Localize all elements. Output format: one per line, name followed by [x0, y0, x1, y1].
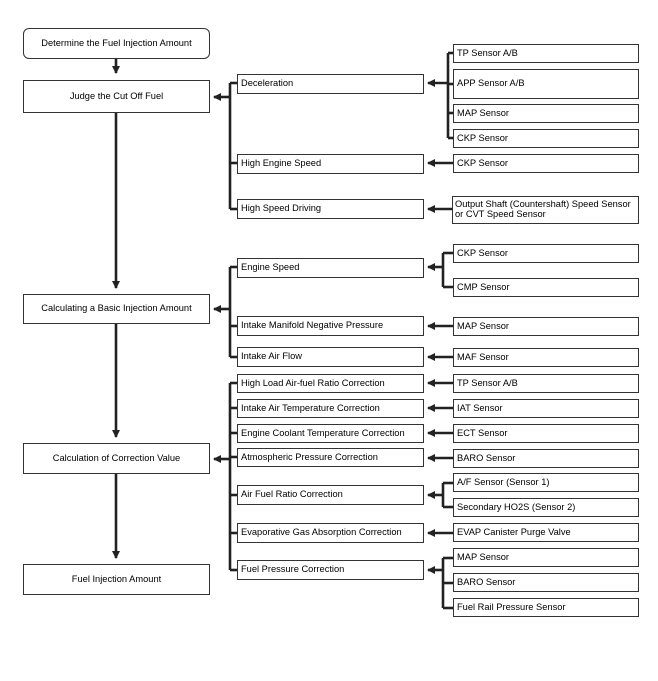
- box-fuel-rail-pressure-sensor: Fuel Rail Pressure Sensor: [453, 598, 639, 617]
- box-baro-sensor: BARO Sensor: [453, 449, 639, 468]
- label: APP Sensor A/B: [457, 78, 525, 89]
- label: TP Sensor A/B: [457, 377, 518, 388]
- label: Secondary HO2S (Sensor 2): [457, 501, 576, 512]
- box-ckp-sensor: CKP Sensor: [453, 244, 639, 263]
- label: Output Shaft (Countershaft) Speed Sensor…: [455, 199, 631, 219]
- box-intake-manifold-pressure: Intake Manifold Negative Pressure: [237, 316, 424, 336]
- label: MAP Sensor: [457, 320, 510, 331]
- box-app-sensor: APP Sensor A/B: [453, 69, 639, 99]
- box-engine-speed: Engine Speed: [237, 258, 424, 278]
- box-high-speed-driving: High Speed Driving: [237, 199, 424, 219]
- label: MAP Sensor: [457, 551, 510, 562]
- label: A/F Sensor (Sensor 1): [457, 476, 550, 487]
- label: Deceleration: [241, 78, 294, 89]
- box-ckp-sensor: CKP Sensor: [453, 129, 639, 148]
- box-evaporative-correction: Evaporative Gas Absorption Correction: [237, 523, 424, 543]
- label: Determine the Fuel Injection Amount: [41, 37, 192, 48]
- box-determine-fuel-injection-amount: Determine the Fuel Injection Amount: [23, 28, 210, 59]
- label: Intake Air Flow: [241, 351, 302, 362]
- box-tp-sensor: TP Sensor A/B: [453, 374, 639, 393]
- label: High Engine Speed: [241, 158, 322, 169]
- label: MAP Sensor: [457, 107, 510, 118]
- label: Atmospheric Pressure Correction: [241, 451, 378, 462]
- box-evap-purge-valve: EVAP Canister Purge Valve: [453, 523, 639, 542]
- label: High Speed Driving: [241, 203, 322, 214]
- label: High Load Air-fuel Ratio Correction: [241, 377, 385, 388]
- box-deceleration: Deceleration: [237, 74, 424, 94]
- box-baro-sensor: BARO Sensor: [453, 573, 639, 592]
- label: Fuel Rail Pressure Sensor: [457, 601, 566, 612]
- label: Engine Speed: [241, 262, 300, 273]
- box-intake-air-flow: Intake Air Flow: [237, 347, 424, 367]
- label: EVAP Canister Purge Valve: [457, 526, 571, 537]
- box-output-shaft-speed-sensor: Output Shaft (Countershaft) Speed Sensor…: [452, 196, 639, 224]
- label: TP Sensor A/B: [457, 47, 518, 58]
- label: BARO Sensor: [457, 452, 516, 463]
- box-af-sensor: A/F Sensor (Sensor 1): [453, 473, 639, 492]
- box-coolant-temp-correction: Engine Coolant Temperature Correction: [237, 424, 424, 443]
- box-air-fuel-ratio-correction: Air Fuel Ratio Correction: [237, 485, 424, 505]
- label: Calculation of Correction Value: [52, 452, 181, 463]
- box-fuel-injection-amount: Fuel Injection Amount: [23, 564, 210, 595]
- box-judge-cut-off-fuel: Judge the Cut Off Fuel: [23, 80, 210, 113]
- box-fuel-pressure-correction: Fuel Pressure Correction: [237, 560, 424, 580]
- label: Judge the Cut Off Fuel: [69, 90, 164, 101]
- label: Fuel Injection Amount: [71, 573, 162, 584]
- box-maf-sensor: MAF Sensor: [453, 348, 639, 367]
- label: Fuel Pressure Correction: [241, 564, 345, 575]
- label: Evaporative Gas Absorption Correction: [241, 527, 402, 538]
- box-map-sensor: MAP Sensor: [453, 317, 639, 336]
- box-intake-air-temp-correction: Intake Air Temperature Correction: [237, 399, 424, 418]
- box-correction-value: Calculation of Correction Value: [23, 443, 210, 474]
- box-high-engine-speed: High Engine Speed: [237, 154, 424, 174]
- box-atmospheric-correction: Atmospheric Pressure Correction: [237, 448, 424, 467]
- label: CKP Sensor: [457, 157, 508, 168]
- box-iat-sensor: IAT Sensor: [453, 399, 639, 418]
- label: IAT Sensor: [457, 402, 503, 413]
- box-ect-sensor: ECT Sensor: [453, 424, 639, 443]
- box-map-sensor: MAP Sensor: [453, 548, 639, 567]
- box-high-load-correction: High Load Air-fuel Ratio Correction: [237, 374, 424, 393]
- label: MAF Sensor: [457, 351, 509, 362]
- label: CMP Sensor: [457, 281, 510, 292]
- label: CKP Sensor: [457, 132, 508, 143]
- label: Air Fuel Ratio Correction: [241, 489, 343, 500]
- label: Intake Air Temperature Correction: [241, 402, 380, 413]
- label: CKP Sensor: [457, 247, 508, 258]
- box-tp-sensor: TP Sensor A/B: [453, 44, 639, 63]
- label: ECT Sensor: [457, 427, 508, 438]
- box-basic-injection-amount: Calculating a Basic Injection Amount: [23, 294, 210, 324]
- label: Engine Coolant Temperature Correction: [241, 427, 405, 438]
- label: BARO Sensor: [457, 576, 516, 587]
- box-secondary-ho2s: Secondary HO2S (Sensor 2): [453, 498, 639, 517]
- label: Intake Manifold Negative Pressure: [241, 320, 384, 331]
- box-ckp-sensor: CKP Sensor: [453, 154, 639, 173]
- box-map-sensor: MAP Sensor: [453, 104, 639, 123]
- label: Calculating a Basic Injection Amount: [41, 303, 192, 314]
- box-cmp-sensor: CMP Sensor: [453, 278, 639, 297]
